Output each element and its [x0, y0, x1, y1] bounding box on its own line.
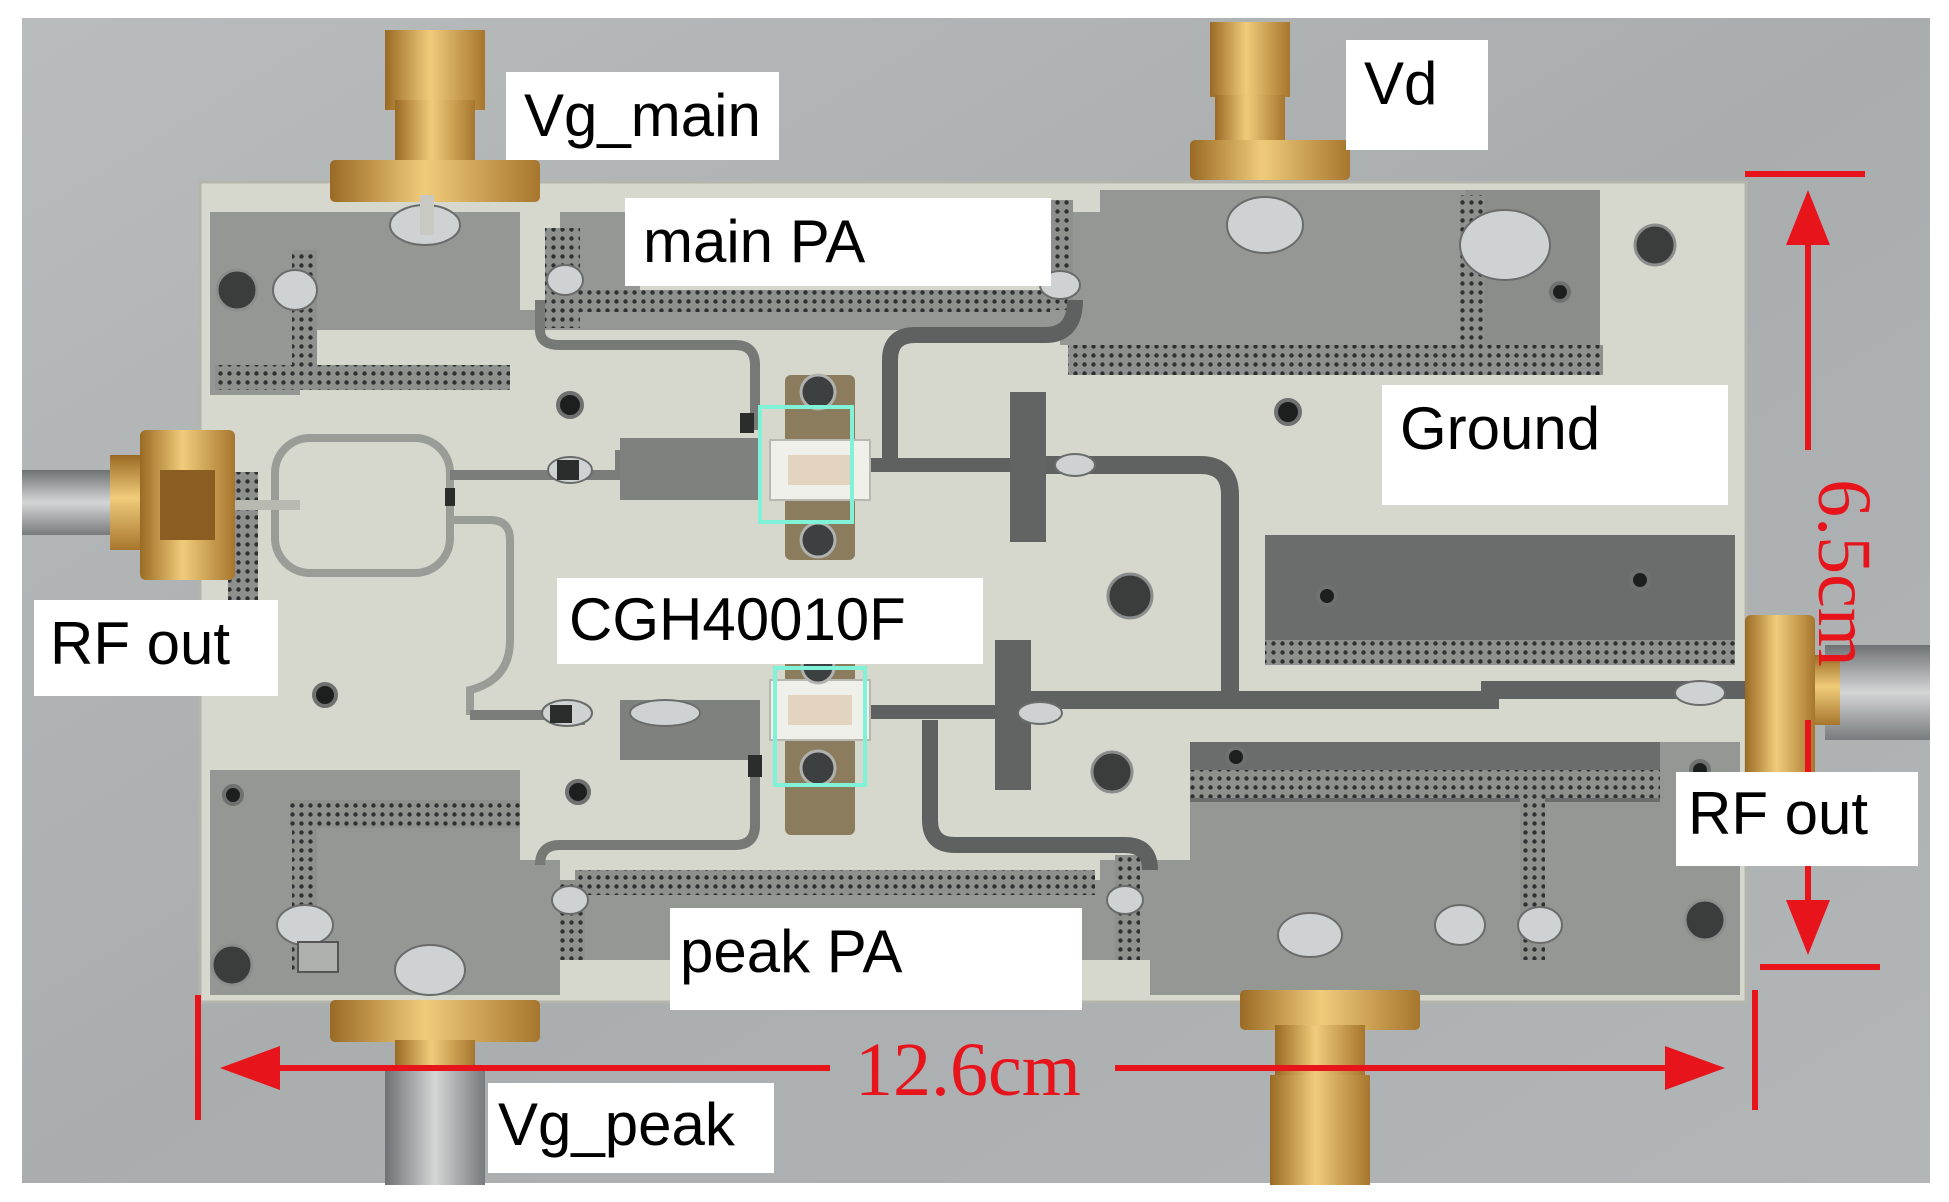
label-vg-peak: Vg_peak [488, 1083, 774, 1173]
transistor-main [758, 373, 871, 560]
sma-connector-vd [1190, 22, 1350, 180]
dimension-height-label: 6.5cm [1801, 479, 1886, 667]
label-ground: Ground [1382, 385, 1728, 505]
transistor-peak [769, 649, 871, 835]
sma-connector-vg-main [330, 30, 540, 235]
label-peak-pa: peak PA [670, 908, 1082, 1010]
dimension-width [195, 990, 1758, 1120]
sma-connector-left [22, 430, 235, 580]
label-rf-out-right: RF out [1676, 772, 1918, 866]
label-vd: Vd [1346, 40, 1488, 150]
dimension-width-label: 12.6cm [855, 1028, 1081, 1112]
label-vg-main: Vg_main [506, 72, 779, 160]
label-rf-out-left: RF out [34, 600, 278, 696]
sma-connector-right [1745, 615, 1930, 780]
label-main-pa: main PA [625, 198, 1051, 286]
label-transistor: CGH40010F [557, 578, 983, 664]
sma-connector-vg-peak [330, 1000, 540, 1185]
